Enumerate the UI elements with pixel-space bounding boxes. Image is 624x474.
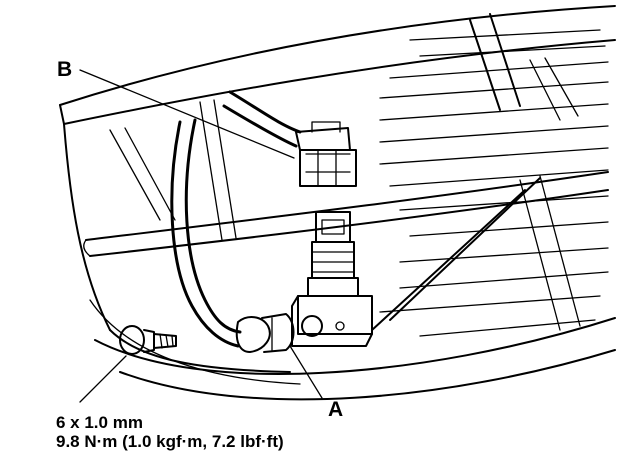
reinforcement-bars	[109, 13, 541, 331]
bumper-frame	[59, 5, 616, 401]
mounting-bracket	[291, 295, 373, 347]
callout-a-label: A	[328, 398, 343, 421]
wire-harness	[170, 90, 302, 348]
ambient-sensor	[307, 211, 359, 297]
grille-slats	[379, 29, 609, 337]
cross-bar	[83, 171, 609, 257]
grommet-a	[235, 313, 295, 353]
torque-spec: 9.8 N·m (1.0 kgf·m, 7.2 lbf·ft)	[56, 432, 284, 451]
bolt	[119, 325, 177, 355]
callout-b-label: B	[57, 58, 72, 81]
bolt-size-spec: 6 x 1.0 mm	[56, 413, 143, 432]
connector-b	[295, 121, 357, 187]
leader-lines	[79, 69, 323, 403]
